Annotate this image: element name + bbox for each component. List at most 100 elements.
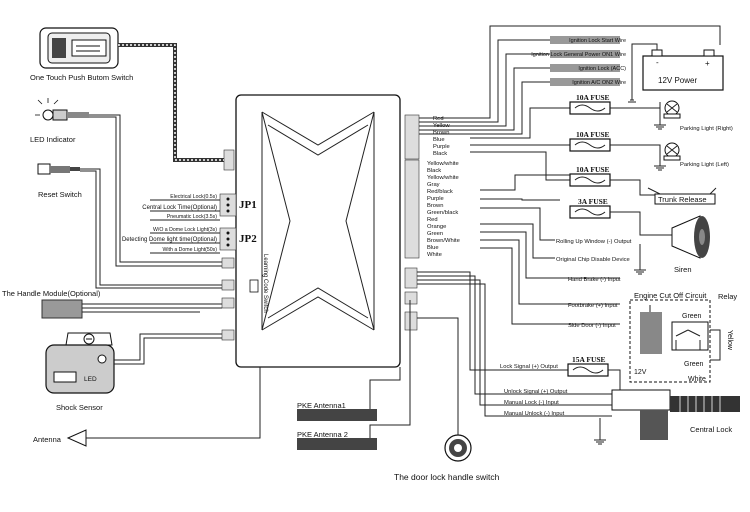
trunk-release-icon: [647, 187, 717, 205]
shock-sensor-icon: [45, 332, 115, 394]
reset-switch-icon[interactable]: [37, 163, 80, 175]
ignition-wires: [419, 25, 721, 135]
wire-color-g2-13: Blue: [427, 245, 439, 251]
ignition-wire-1: Ignition Lock Start Wire: [569, 38, 626, 44]
jp2-block: [219, 227, 237, 251]
door-switch-icon[interactable]: [444, 434, 472, 462]
engine-cut-label: Engine Cut Off Circuit: [634, 291, 707, 300]
central-lock-label: Central Lock: [690, 425, 732, 434]
push-switch-label: One Touch Push Butom Switch: [30, 73, 133, 82]
learning-code-label: Learning Code Switch: [262, 254, 268, 313]
jp1-option-3: Pneumatic Lock(3.5s): [167, 214, 217, 220]
parking-light-right-icon: [654, 100, 681, 130]
wire-color-g2-12: Brown/White: [427, 238, 460, 244]
lock-signal-label: Lock Signal (+) Output: [500, 364, 558, 370]
jp1-label: JP1: [239, 199, 257, 211]
central-lock-icon: [600, 389, 740, 440]
led-indicator-icon: [35, 98, 89, 121]
parking-right-label: Parking Light (Right): [680, 126, 733, 132]
side-door-label: Side Door (-) Input: [568, 323, 616, 329]
control-unit: [235, 94, 401, 368]
manual-lock-label: Manual Lock (-) Input: [504, 400, 559, 406]
fuse-5-icon: [567, 363, 609, 377]
fuse-3-icon: [569, 173, 611, 187]
wire-color-g2-3: Yellow/white: [427, 175, 459, 181]
shock-led-label: LED: [84, 376, 97, 383]
shock-sensor-label: Shock Sensor: [56, 403, 103, 412]
wire-color-g2-9: Red: [427, 217, 438, 223]
power-label: 12V Power: [658, 76, 697, 85]
pke-antenna-1-label: PKE Antenna1: [297, 401, 346, 410]
handle-module-label: The Handle Module(Optional): [2, 289, 101, 298]
led-label: LED Indicator: [30, 135, 76, 144]
fuse-2-label: 10A FUSE: [576, 130, 610, 139]
siren-icon: [671, 215, 710, 259]
battery-icon: - +: [642, 49, 724, 91]
reset-label: Reset Switch: [38, 190, 82, 199]
foot-brake-label: Footbrake (+) Input: [568, 303, 618, 309]
siren-label: Siren: [674, 265, 692, 274]
hand-brake-label: Hand Brake (-) Input: [568, 277, 621, 283]
fuse-3-label: 10A FUSE: [576, 165, 610, 174]
wire-color-g2-1: Yellow/white: [427, 161, 459, 167]
relay-green-2: Green: [684, 361, 704, 368]
pke-antenna-2-label: PKE Antenna 2: [297, 430, 348, 439]
fuse-4-label: 3A FUSE: [578, 197, 608, 206]
wire-color-3: Brown: [433, 130, 449, 136]
jp1-block: [219, 193, 237, 217]
rolling-up-label: Rolling Up Window (-) Output: [556, 239, 632, 245]
wire-color-1: Red: [433, 116, 444, 122]
fuse-5-label: 15A FUSE: [572, 355, 606, 364]
fuse-4-icon: [569, 205, 611, 219]
handle-module-icon: [41, 299, 83, 319]
wire-color-4: Blue: [433, 137, 445, 143]
relay-12v: 12V: [634, 369, 647, 376]
unlock-signal-label: Unlock Signal (+) Output: [504, 389, 568, 395]
jp1-option-2: Central Lock Time(Optional): [142, 205, 217, 211]
left-connectors: [221, 149, 235, 341]
ignition-wire-4: Ignition A/C ON2 Wire: [572, 80, 626, 86]
wire-color-5: Purple: [433, 144, 450, 150]
engine-cut-off-circuit: [629, 299, 711, 383]
wire-color-g2-11: Green: [427, 231, 443, 237]
wire-color-g2-8: Green/black: [427, 210, 458, 216]
wire-color-g2-5: Red/black: [427, 189, 453, 195]
learning-code-button[interactable]: [249, 279, 259, 293]
svg-text:-: -: [656, 58, 659, 67]
wire-color-g2-2: Black: [427, 168, 441, 174]
wire-color-6: Black: [433, 151, 447, 157]
pke-antenna-2-icon: [297, 438, 377, 450]
pke-antenna-1-icon: [297, 409, 377, 421]
jp1-option-1: Electrical Lock(0.5s): [170, 194, 217, 200]
jp2-option-1: W/O a Dome Lock Light(3s): [153, 227, 217, 233]
original-chip-label: Original Chip Disable Device: [556, 257, 630, 263]
jp2-label: JP2: [239, 233, 257, 245]
fuse-1-icon: [569, 101, 611, 115]
door-switch-label: The door lock handle switch: [394, 472, 500, 482]
fuse-1-label: 10A FUSE: [576, 93, 610, 102]
jp2-option-2: Detecting Dome light time(Optional): [122, 237, 217, 243]
antenna-icon: [66, 429, 160, 447]
relay-label: Relay: [718, 292, 737, 301]
right-connectors: [404, 114, 420, 331]
trunk-label: Trunk Release: [658, 195, 707, 204]
wire-color-2: Yellow: [433, 123, 450, 129]
wire-color-g2-10: Orange: [427, 224, 446, 230]
manual-unlock-label: Manual Unlock (-) Input: [504, 411, 565, 417]
wire-color-g2-6: Purple: [427, 196, 444, 202]
ignition-wire-2: Ignition Lock General Power ON1 Wire: [531, 52, 626, 58]
push-button-switch-icon[interactable]: [39, 27, 119, 69]
antenna-label: Antenna: [33, 435, 62, 444]
parking-left-label: Parking Light (Left): [680, 162, 729, 168]
wire-color-g2-14: White: [427, 252, 442, 258]
relay-white: White: [688, 376, 706, 383]
ignition-wire-3: Ignition Lock (ACC): [578, 66, 626, 72]
parking-light-left-icon: [654, 142, 681, 171]
wire-color-g2-4: Gray: [427, 182, 440, 188]
relay-green-1: Green: [682, 313, 702, 320]
relay-yellow: Yellow: [726, 330, 733, 351]
jp2-option-3: With a Dome Light(50s): [163, 247, 218, 253]
wire-color-g2-7: Brown: [427, 203, 443, 209]
fuse-2-icon: [569, 138, 611, 152]
